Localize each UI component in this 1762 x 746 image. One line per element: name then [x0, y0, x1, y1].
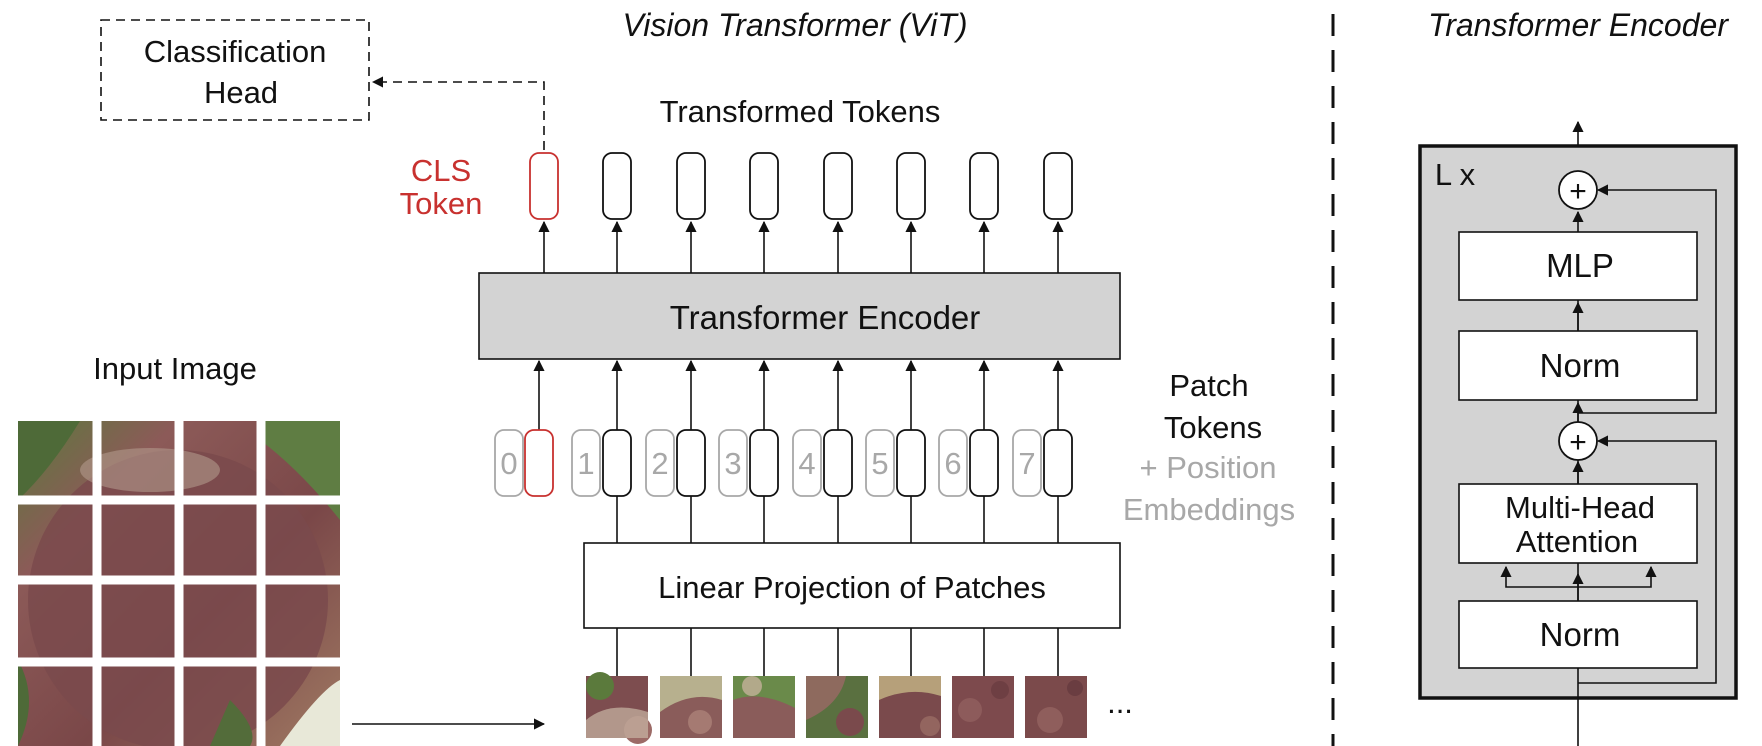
- encoder-panel-title: Transformer Encoder: [1428, 7, 1729, 43]
- patch-thumb-2: [660, 676, 722, 738]
- position-index-3: 3: [724, 446, 741, 481]
- position-embedding-7: [1012, 429, 1042, 497]
- patch-thumb-6: [952, 676, 1014, 738]
- classification-head-box: [100, 19, 370, 121]
- encoder-output-arrows: [538, 220, 1064, 273]
- add-node-upper-symbol: +: [1569, 175, 1587, 208]
- position-index-0: 0: [500, 446, 517, 481]
- position-index-7: 7: [1018, 446, 1035, 481]
- position-embeddings: [494, 429, 1042, 497]
- mlp-label: MLP: [1546, 247, 1614, 284]
- position-indices: 0 1 2 3 4 5 6 7: [500, 446, 1035, 481]
- cls-token-label-2: Token: [400, 186, 483, 221]
- attention-input-arrow-left: [1500, 565, 1578, 588]
- position-embedding-1: [571, 429, 601, 497]
- norm-bottom-label: Norm: [1540, 616, 1621, 653]
- input-image-label: Input Image: [93, 351, 257, 386]
- encoder-input-arrows: [533, 359, 1064, 430]
- patch-token-7: [1043, 429, 1073, 497]
- patch-token-2: [676, 429, 706, 497]
- patch-thumb-1: [586, 672, 652, 744]
- output-token-4: [823, 152, 853, 220]
- position-embedding-6: [938, 429, 968, 497]
- patch-thumb-7: [1025, 676, 1087, 738]
- output-token-6: [969, 152, 999, 220]
- attention-label-2: Attention: [1516, 524, 1638, 559]
- patch-tokens: [524, 429, 1073, 497]
- position-index-6: 6: [944, 446, 961, 481]
- encoder-repeat-label: L x: [1435, 157, 1476, 192]
- patch-grid: [18, 421, 340, 746]
- transformed-tokens: [529, 152, 1073, 220]
- residual-connection-2: [1578, 184, 1717, 414]
- position-embedding-5: [865, 429, 895, 497]
- output-token-1: [602, 152, 632, 220]
- add-node-upper: [1558, 170, 1598, 210]
- position-index-4: 4: [798, 446, 815, 481]
- vit-title: Vision Transformer (ViT): [623, 7, 968, 43]
- more-patches-ellipsis: ...: [1107, 685, 1133, 720]
- linear-projection-label: Linear Projection of Patches: [658, 570, 1046, 605]
- patch-thumb-4: [806, 676, 868, 738]
- classification-head-label-2: Head: [204, 75, 278, 110]
- position-embedding-3: [718, 429, 748, 497]
- patch-thumb-3: [733, 676, 795, 738]
- patch-tokens-label-2: Tokens: [1164, 410, 1262, 445]
- patch-thumb-5: [879, 676, 941, 738]
- patch-token-4: [823, 429, 853, 497]
- position-embedding-2: [645, 429, 675, 497]
- cls-token-label-1: CLS: [411, 153, 471, 188]
- classification-head-label-1: Classification: [144, 34, 327, 69]
- patch-token-5: [896, 429, 926, 497]
- residual-connection-1: [1578, 435, 1717, 684]
- flattened-patches: [586, 672, 1087, 744]
- position-embeddings-label-1: + Position: [1139, 450, 1276, 485]
- output-token-5: [896, 152, 926, 220]
- patch-token-1: [602, 429, 632, 497]
- position-embedding-0: [494, 429, 524, 497]
- attention-label-1: Multi-Head: [1505, 490, 1655, 525]
- input-image: [18, 421, 340, 746]
- linear-projection-box: [583, 542, 1121, 629]
- mlp-box: [1458, 231, 1698, 301]
- norm-top-box: [1458, 330, 1698, 401]
- position-index-2: 2: [651, 446, 668, 481]
- position-embedding-4: [792, 429, 822, 497]
- cls-to-head-arrow: [371, 76, 545, 150]
- patch-token-6: [969, 429, 999, 497]
- multi-head-attention-box: [1458, 483, 1698, 564]
- output-token-7: [1043, 152, 1073, 220]
- add-node-lower-symbol: +: [1569, 426, 1587, 459]
- patch-tokens-label-1: Patch: [1169, 368, 1248, 403]
- transformer-encoder-label: Transformer Encoder: [670, 299, 981, 336]
- transformer-encoder-box: [478, 272, 1121, 360]
- patch-token-3: [749, 429, 779, 497]
- output-token-cls: [529, 152, 559, 220]
- output-token-2: [676, 152, 706, 220]
- position-embeddings-label-2: Embeddings: [1123, 492, 1295, 527]
- transformed-tokens-label: Transformed Tokens: [660, 94, 941, 129]
- position-index-1: 1: [577, 446, 594, 481]
- patch-token-cls: [524, 429, 554, 497]
- projection-output-lines: [616, 496, 1059, 543]
- norm-top-label: Norm: [1540, 347, 1621, 384]
- output-token-3: [749, 152, 779, 220]
- attention-input-arrow-right: [1578, 565, 1657, 588]
- projection-input-lines: [616, 628, 1059, 676]
- position-index-5: 5: [871, 446, 888, 481]
